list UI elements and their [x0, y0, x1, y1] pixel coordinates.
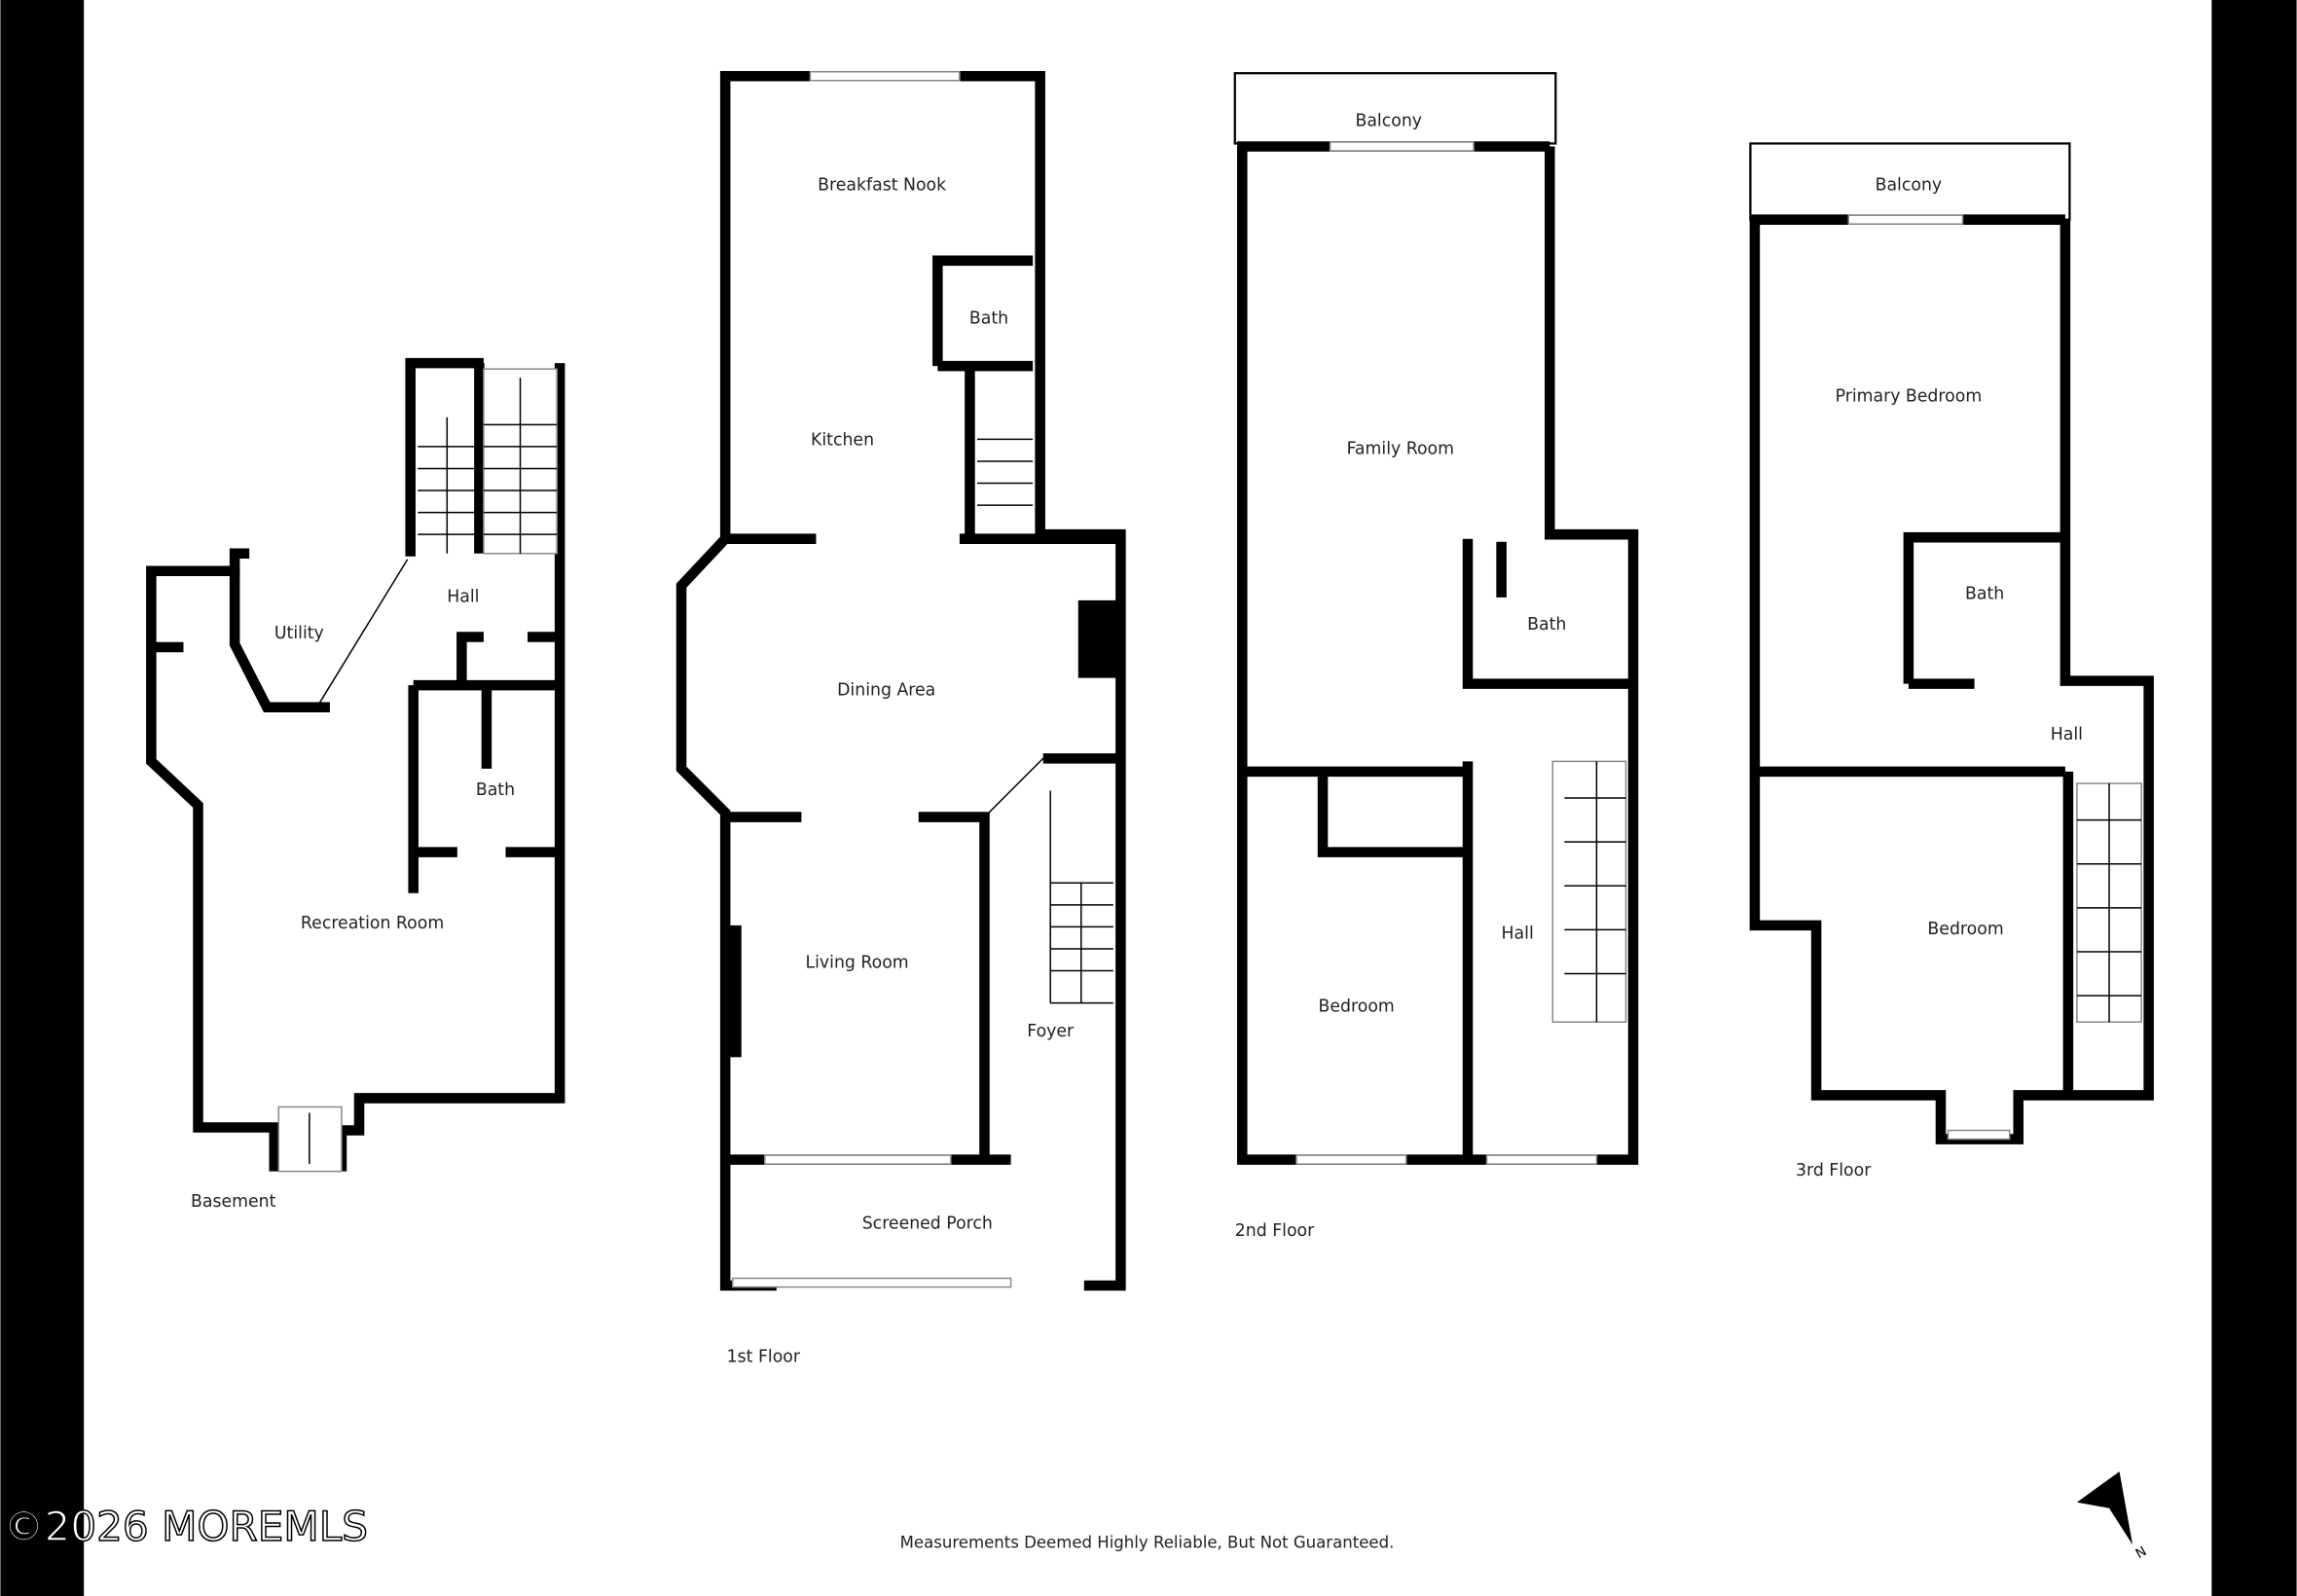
- watermark: ©2026 MOREMLS: [3, 1503, 368, 1550]
- room-label: Recreation Room: [301, 914, 444, 933]
- room-label: Balcony: [1876, 176, 1943, 196]
- room-label: Foyer: [1027, 1022, 1075, 1041]
- room-label: Screened Porch: [862, 1214, 993, 1233]
- first-floor-stairs: [976, 438, 1113, 1004]
- basement-plan: Hall Utility Bath Recreation Room Baseme…: [146, 357, 565, 1212]
- room-label: Living Room: [805, 954, 908, 973]
- room-label: Bath: [1527, 615, 1566, 635]
- room-label: Utility: [274, 624, 324, 643]
- floor-label-basement: Basement: [191, 1192, 276, 1212]
- third-floor-stairs: [2076, 782, 2142, 1023]
- first-floor-plan: Breakfast Nook Bath Kitchen Dining Area …: [675, 70, 1126, 1366]
- third-floor-plan: Balcony Primary Bedroom Bath Hall Bedroo…: [1749, 142, 2154, 1180]
- room-label: Bath: [1965, 584, 2004, 603]
- second-floor-plan: Balcony Family Room Bath Bedroom Hall 2n…: [1233, 72, 1639, 1241]
- room-label: Bath: [969, 309, 1008, 329]
- room-label: Hall: [1502, 924, 1534, 943]
- room-label: Kitchen: [811, 430, 874, 450]
- right-side-bar: [2211, 0, 2297, 1596]
- room-label: Breakfast Nook: [818, 176, 946, 196]
- floor-label-second: 2nd Floor: [1235, 1221, 1315, 1241]
- left-side-bar: [0, 0, 85, 1596]
- room-label: Dining Area: [837, 681, 935, 701]
- second-floor-stairs: [1551, 760, 1627, 1023]
- fireplace: [1077, 599, 1116, 678]
- disclaimer: Measurements Deemed Highly Reliable, But…: [900, 1533, 1395, 1551]
- room-label: Bedroom: [1927, 920, 2003, 939]
- floor-label-first: 1st Floor: [727, 1347, 801, 1366]
- floor-label-third: 3rd Floor: [1796, 1161, 1872, 1180]
- basement-stairs: [418, 368, 558, 555]
- room-label: Hall: [447, 587, 479, 606]
- room-label: Balcony: [1355, 111, 1422, 130]
- room-label: Bath: [476, 780, 515, 800]
- compass-label: N: [2133, 1543, 2150, 1562]
- compass-north-arrow-icon: N: [2076, 1471, 2150, 1562]
- room-label: Hall: [2051, 725, 2083, 744]
- room-label: Primary Bedroom: [1836, 386, 1983, 406]
- room-label: Bedroom: [1319, 998, 1395, 1017]
- room-label: Family Room: [1347, 439, 1454, 458]
